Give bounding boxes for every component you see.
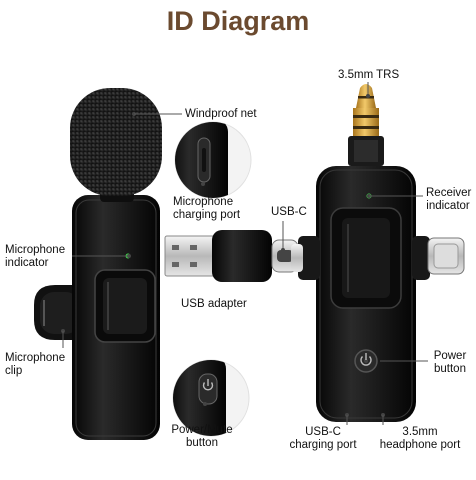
label-receiver-indicator: Receiver indicator [426, 187, 472, 212]
label-usb-c-charging-port: USB-C charging port [289, 426, 357, 451]
label-microphone-indicator: Microphone indicator [5, 244, 66, 269]
power-icon [360, 353, 372, 366]
diagram-title: ID Diagram [166, 6, 310, 36]
label-headphone-port: 3.5mm headphone port [379, 426, 461, 451]
usb-adapter [164, 230, 299, 282]
zoom-inset-charging-port [174, 121, 252, 199]
label-trs: 3.5mm TRS [338, 69, 400, 81]
microphone-body [70, 88, 162, 440]
label-power-mute-button: Power/Mute button [171, 424, 233, 449]
receiver [291, 84, 465, 422]
leader-lines [61, 82, 428, 425]
zoom-inset-power-mute [172, 359, 250, 437]
label-microphone-charging-port: Microphone charging port [173, 196, 241, 221]
label-usb-c: USB-C [271, 206, 307, 218]
label-windproof-net: Windproof net [185, 108, 257, 120]
label-power-button: Power button [433, 350, 467, 375]
power-icon [202, 379, 214, 391]
label-microphone-clip: Microphone clip [5, 352, 66, 377]
label-usb-adapter: USB adapter [181, 298, 247, 310]
